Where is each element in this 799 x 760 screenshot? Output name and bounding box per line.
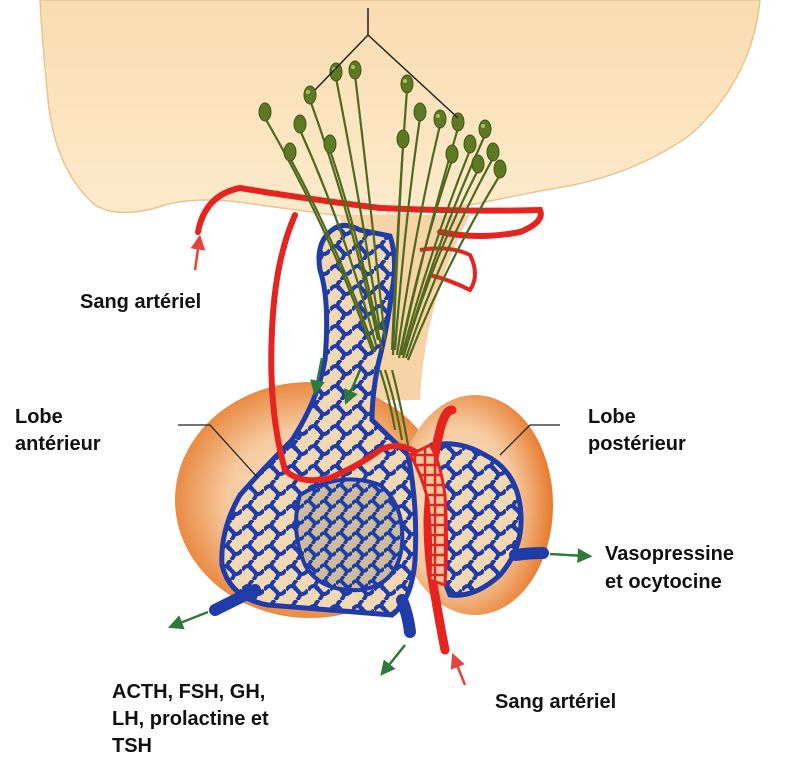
label-lobe-posterieur-line1: Lobe [588,405,636,429]
label-hormones-line2: LH, prolactine et [112,707,269,731]
posterior-outflow-vein [515,553,543,555]
label-lobe-posterieur-line2: postérieur [588,432,686,456]
anterior-capillary-bed [296,479,402,590]
label-hormones-line1: ACTH, FSH, GH, [112,680,265,704]
label-sang-arteriel-bottom: Sang artériel [495,690,616,714]
label-vasopressine-line2: et ocytocine [605,570,722,594]
label-hormones-line3: TSH [112,734,152,758]
label-vasopressine-line1: Vasopressine [605,542,734,566]
label-lobe-anterieur-line1: Lobe [15,405,63,429]
label-lobe-anterieur-line2: antérieur [15,432,101,456]
central-outflow-vein [402,600,410,632]
label-sang-arteriel-top: Sang artériel [80,290,201,314]
